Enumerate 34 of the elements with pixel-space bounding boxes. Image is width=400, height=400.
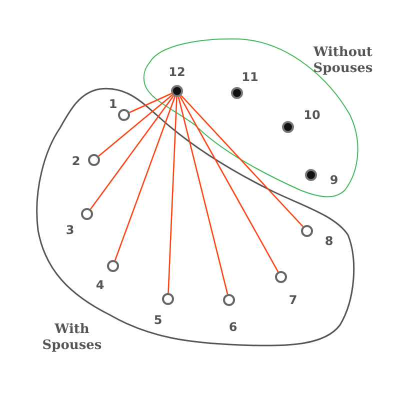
point-number: 11 <box>242 70 258 84</box>
point-number: 6 <box>228 320 238 334</box>
connector-line <box>179 96 279 272</box>
filled-point-marker <box>171 85 183 97</box>
filled-point-marker <box>305 169 317 181</box>
connector-line <box>90 95 174 210</box>
filled-point-marker <box>231 87 243 99</box>
filled-point-marker <box>282 121 294 133</box>
open-point-marker <box>81 208 93 220</box>
connector-line <box>129 92 172 114</box>
point-number: 2 <box>72 154 80 168</box>
region-title: Without Spouses <box>312 44 374 78</box>
point-number: 8 <box>324 234 334 248</box>
open-point-marker <box>162 293 174 305</box>
point-number: 7 <box>288 293 298 307</box>
region-title: With Spouses <box>41 322 103 354</box>
connector-line <box>168 96 178 294</box>
point-number: 10 <box>304 108 320 122</box>
connector-line <box>114 96 176 261</box>
point-number: 5 <box>154 313 162 327</box>
point-number: 3 <box>66 223 74 237</box>
point-number: 1 <box>108 97 118 111</box>
open-point-marker <box>88 154 100 166</box>
point-number: 9 <box>330 173 338 187</box>
open-point-marker <box>118 109 130 121</box>
point-number: 12 <box>168 65 186 79</box>
open-point-marker <box>301 225 313 237</box>
open-point-marker <box>223 294 235 306</box>
connector-line <box>98 94 173 157</box>
connector-line <box>178 96 228 294</box>
point-number: 4 <box>96 278 104 292</box>
open-point-marker <box>275 271 287 283</box>
open-point-marker <box>107 260 119 272</box>
connector-line <box>180 94 304 228</box>
